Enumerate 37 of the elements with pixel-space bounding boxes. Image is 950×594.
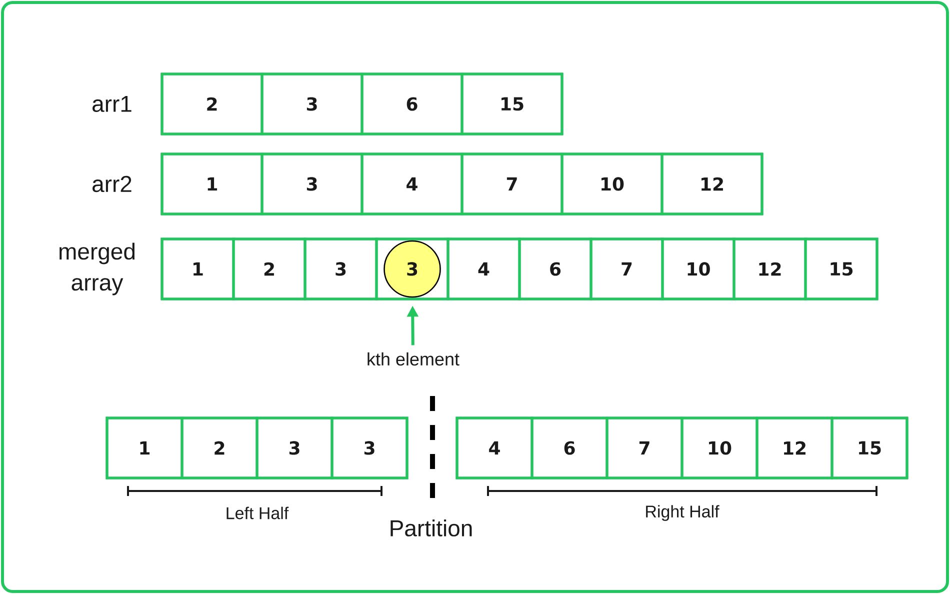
array-cell: 15 (830, 416, 908, 480)
array-cell: 4 (456, 416, 534, 480)
array-cell: 2 (180, 416, 258, 480)
array-label: arr2 (92, 176, 132, 192)
array-cell: 3 (260, 72, 364, 136)
array-cell: 1 (160, 238, 235, 300)
array-cell: 15 (804, 238, 878, 300)
array-cell: 2 (160, 72, 264, 136)
array-cell: 12 (732, 238, 807, 300)
array-cell: 3 (330, 416, 408, 480)
array-cell: 6 (530, 416, 608, 480)
dimension-label: Left Half (226, 506, 289, 520)
array-cell: 6 (360, 72, 464, 136)
array-cell: 6 (518, 238, 592, 300)
array-cell: 12 (756, 416, 834, 480)
array-label: merged array (60, 242, 134, 296)
array-cell: 3 (260, 152, 364, 216)
array-cell: 10 (680, 416, 758, 480)
array-cell: 7 (460, 152, 564, 216)
array-cell: 3 (304, 238, 378, 300)
array-cell: 4 (360, 152, 464, 216)
array-cell: 15 (460, 72, 564, 136)
array-cell: 10 (661, 238, 736, 300)
array-cell: 7 (590, 238, 664, 300)
array-cell: 4 (446, 238, 521, 300)
array-cell: 3 (256, 416, 334, 480)
array-cell (375, 238, 450, 300)
dimension-label: Right Half (646, 505, 720, 521)
array-cell: 7 (606, 416, 684, 480)
pointer-label: kth element (368, 352, 460, 366)
array-cell: 1 (106, 416, 184, 480)
array-cell: 12 (660, 152, 764, 216)
partition-label: Partition (390, 520, 472, 536)
array-cell: 2 (232, 238, 306, 300)
array-cell: 10 (560, 152, 664, 216)
array-label: arr1 (92, 96, 132, 112)
array-cell: 1 (160, 152, 264, 216)
